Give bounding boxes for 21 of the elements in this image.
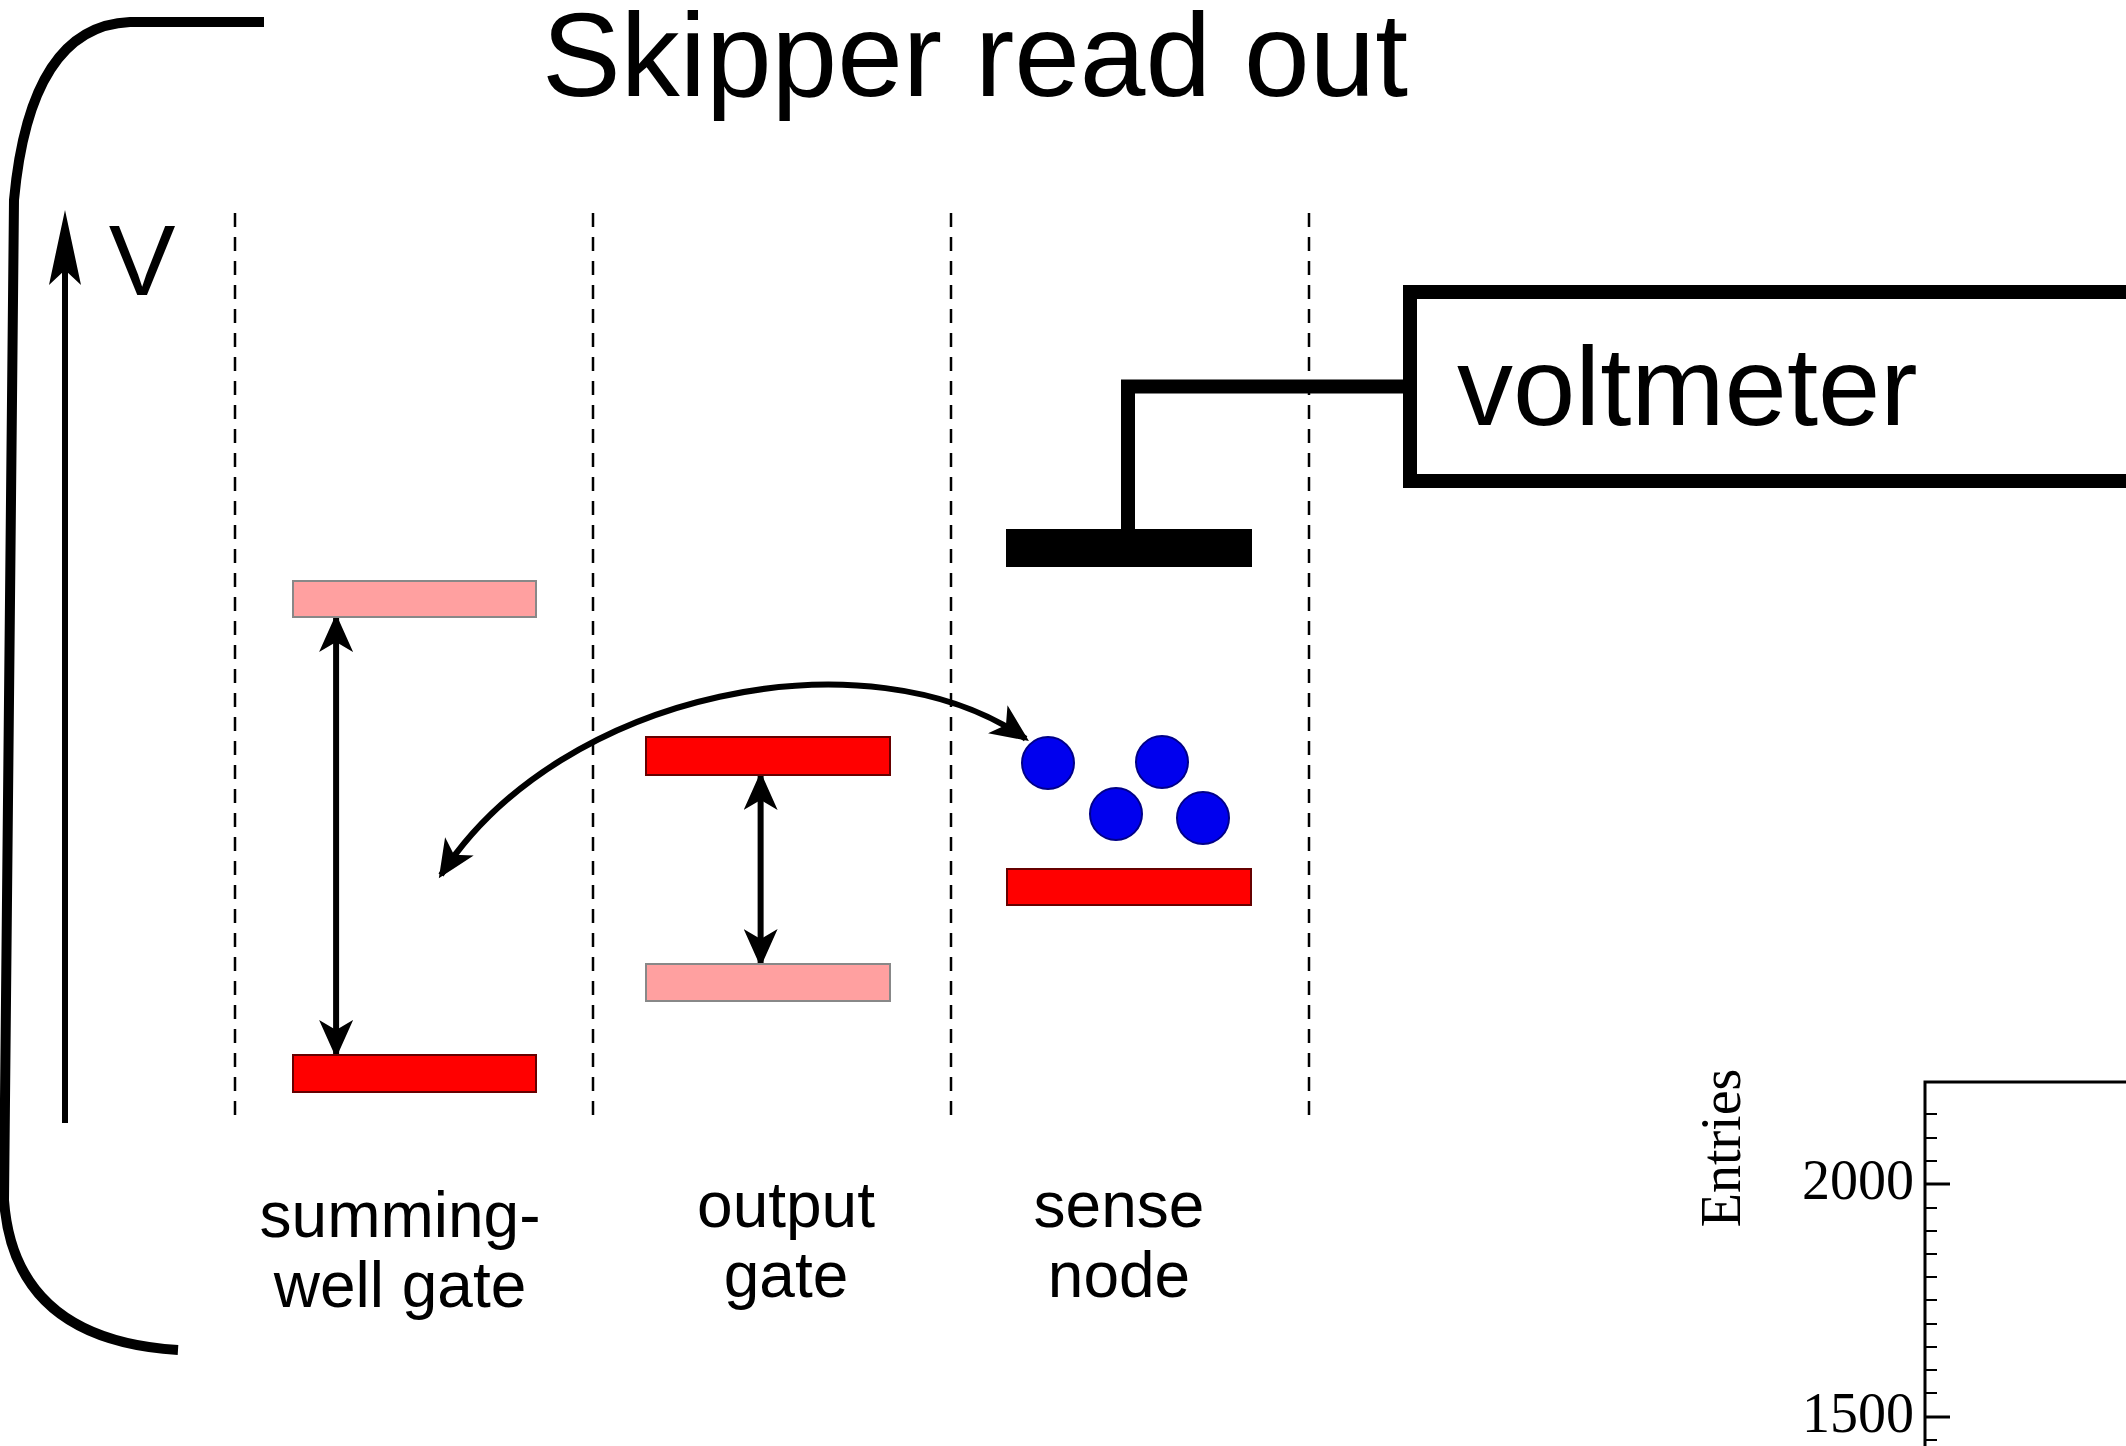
label: output gate [697,1170,875,1311]
ground-plate [1006,529,1252,567]
potential-level-bar [645,963,891,1002]
label: summing-well gate [259,1180,541,1321]
label: sense node [1033,1170,1205,1311]
charge-dot [1021,736,1075,790]
potential-level-bar [292,1054,537,1093]
voltmeter-box [1403,285,2126,488]
charge-dot [1089,787,1143,841]
potential-level-bar [645,736,891,776]
tick-label: 2000 [1802,1150,1914,1212]
label: V [108,205,176,315]
potential-level-bar [1006,868,1252,906]
potential-level-bar [292,580,537,618]
charge-dot [1135,735,1189,789]
charge-dot [1176,791,1230,845]
wire [1121,379,1403,529]
arrow [438,681,1030,879]
axis-title: Entries [1691,1068,1753,1228]
tick-label: 1500 [1802,1383,1914,1445]
box-label: voltmeter [1457,330,1918,443]
